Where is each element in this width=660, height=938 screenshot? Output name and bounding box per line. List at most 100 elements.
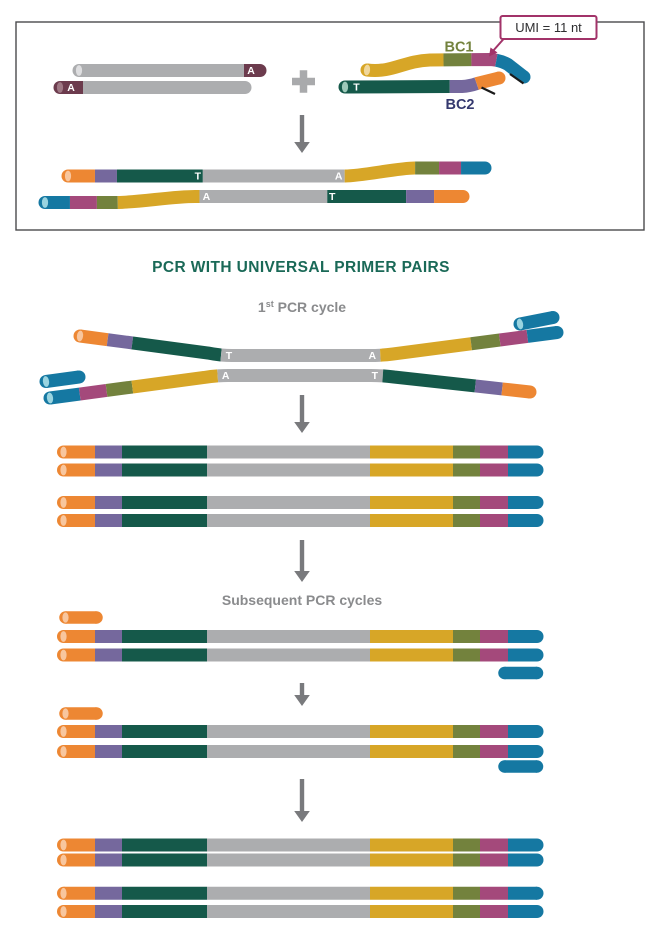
cycle1-label-num: 1 bbox=[258, 299, 266, 315]
amplicon-bar-12 bbox=[57, 905, 544, 918]
ligated-duplex-bottom-tip bbox=[41, 197, 49, 208]
adapter-bc2-strand-seg-purple bbox=[344, 71, 501, 94]
template-strand-top-base-letter-A: A bbox=[247, 65, 255, 77]
umi-callout-arrow-head bbox=[489, 47, 498, 57]
primer-teal-floating-bottom-left-tip bbox=[42, 376, 50, 387]
amplicon-bar-12-tip bbox=[60, 906, 67, 917]
template-strand-bottom-tip bbox=[56, 82, 64, 93]
down-arrow-head bbox=[294, 142, 310, 153]
primer-teal-floating-bottom-left-seg-teal bbox=[45, 370, 80, 388]
cycle1-strand-bottom-seg-green bbox=[49, 369, 531, 405]
amplicon-bar-1-tip bbox=[60, 446, 67, 458]
amplicon-bar-8 bbox=[57, 745, 544, 758]
umi-callout-box bbox=[499, 15, 598, 40]
cycle1-strand-top-seg-yellow bbox=[79, 326, 558, 362]
template-strand-top: A bbox=[72, 64, 267, 77]
primer-orange-cycle3 bbox=[59, 707, 103, 720]
adapter-bc1-strand-seg-teal bbox=[366, 52, 529, 83]
adapter-bc2-strand: T bbox=[338, 71, 506, 94]
amplicon-bar-7-tip bbox=[60, 726, 67, 737]
down-arrow-4 bbox=[294, 683, 310, 706]
cycle1-strand-bottom-tip bbox=[46, 392, 54, 404]
arrows-layer bbox=[294, 115, 310, 822]
down-arrow-1 bbox=[294, 115, 310, 153]
ligated-duplex-top-base-letter-A: A bbox=[335, 171, 343, 183]
cycle1-strand-top-base-letter-A: A bbox=[369, 350, 377, 362]
bc1-label: BC1 bbox=[444, 40, 473, 56]
ligated-duplex-bottom-base-letter-A: A bbox=[203, 191, 211, 203]
cycle1-label-sup: st bbox=[266, 299, 274, 309]
primer-orange-cycle3-tip bbox=[62, 708, 69, 719]
bc2-label: BC2 bbox=[445, 97, 474, 113]
amplicon-bar-3 bbox=[57, 496, 544, 509]
amplicon-bar-10 bbox=[57, 853, 544, 867]
adapter-bc1-strand-tip bbox=[363, 64, 371, 76]
ligated-duplex-top-tip bbox=[64, 170, 72, 182]
amplicon-bar-4 bbox=[57, 514, 544, 527]
amplicon-bar-11-tip bbox=[60, 887, 67, 899]
amplicon-bar-6 bbox=[57, 648, 544, 662]
plus-icon bbox=[292, 70, 315, 93]
down-arrow-head bbox=[294, 571, 310, 582]
cycle1-strand-top-base-letter-T: T bbox=[226, 350, 233, 362]
cycle1-label: 1st PCR cycle bbox=[258, 299, 346, 315]
adapter-bc1-strand-seg-yellow bbox=[366, 52, 529, 83]
amplicon-bar-2 bbox=[57, 463, 544, 477]
amplicon-bar-1 bbox=[57, 445, 544, 459]
down-arrow-3 bbox=[294, 540, 310, 582]
down-arrow-head bbox=[294, 422, 310, 433]
amplicon-bar-9 bbox=[57, 838, 544, 852]
primer-orange-cycle2-tip bbox=[62, 612, 69, 623]
amplicon-bar-2-tip bbox=[60, 464, 67, 476]
amplicon-bar-7 bbox=[57, 725, 544, 738]
adapter-bc2-strand-tip bbox=[341, 81, 349, 93]
template-strand-top-tip bbox=[75, 65, 83, 76]
template-strand-bottom-base-letter-A: A bbox=[67, 82, 75, 94]
amplicon-bar-8-tip bbox=[60, 746, 67, 757]
adapter-bc2-strand-seg-orange bbox=[344, 71, 501, 94]
subsequent-cycles-label: Subsequent PCR cycles bbox=[222, 592, 382, 608]
primer-teal-floating-top-right-seg-teal bbox=[518, 311, 555, 331]
cycle1-strand-bottom-seg-yellow bbox=[49, 369, 531, 405]
adapter-bc2-strand-base-letter-T: T bbox=[353, 82, 360, 94]
adapter-bc2-end-tick bbox=[481, 86, 496, 95]
amplicon-bar-9-tip bbox=[60, 839, 67, 851]
amplicon-bar-10-tip bbox=[60, 854, 67, 866]
ligated-duplex-bottom-seg-olive bbox=[45, 190, 463, 209]
primer-teal-floating-bottom-left bbox=[39, 370, 86, 388]
cycle1-strand-bottom-base-letter-T: T bbox=[372, 370, 379, 382]
amplicon-bar-11 bbox=[57, 886, 544, 900]
adapter-bc1-strand-seg-olive bbox=[366, 52, 529, 83]
cycle1-strand-top-seg-gray bbox=[79, 326, 558, 362]
amplicon-bar-5 bbox=[57, 630, 544, 643]
ligated-duplex-bottom-base-letter-T: T bbox=[329, 191, 336, 203]
primer-teal-cycle3 bbox=[498, 760, 544, 773]
ligated-duplex-top-seg-yellow bbox=[68, 161, 485, 183]
cycle1-strand-bottom-base-letter-A: A bbox=[222, 370, 230, 382]
ligated-duplex-top-base-letter-T: T bbox=[195, 171, 202, 183]
down-arrow-head bbox=[294, 695, 310, 706]
umi-callout-label: UMI = 11 nt bbox=[515, 20, 582, 35]
amplicon-bar-6-tip bbox=[60, 649, 67, 661]
ligated-duplex-bottom-seg-yellow bbox=[45, 190, 463, 209]
primer-teal-floating-top-right-tip bbox=[516, 318, 524, 330]
template-strand-bottom: A bbox=[53, 81, 252, 94]
primer-teal-floating-top-right bbox=[513, 311, 560, 331]
primer-teal-cycle2 bbox=[498, 666, 544, 680]
cycle1-strand-bottom-seg-gray bbox=[49, 369, 531, 405]
cycle1-label-rest: PCR cycle bbox=[274, 299, 347, 315]
umi-callout: UMI = 11 nt bbox=[489, 15, 598, 57]
amplicon-bar-3-tip bbox=[60, 497, 67, 508]
umi-callout-arrow-line bbox=[491, 37, 505, 53]
ligation-box-border bbox=[15, 21, 645, 231]
down-arrow-head bbox=[294, 811, 310, 822]
adapter-bc1-end-tick bbox=[509, 73, 525, 85]
primer-orange-cycle2 bbox=[59, 611, 103, 624]
cycle1-strand-top-tip bbox=[76, 330, 84, 342]
